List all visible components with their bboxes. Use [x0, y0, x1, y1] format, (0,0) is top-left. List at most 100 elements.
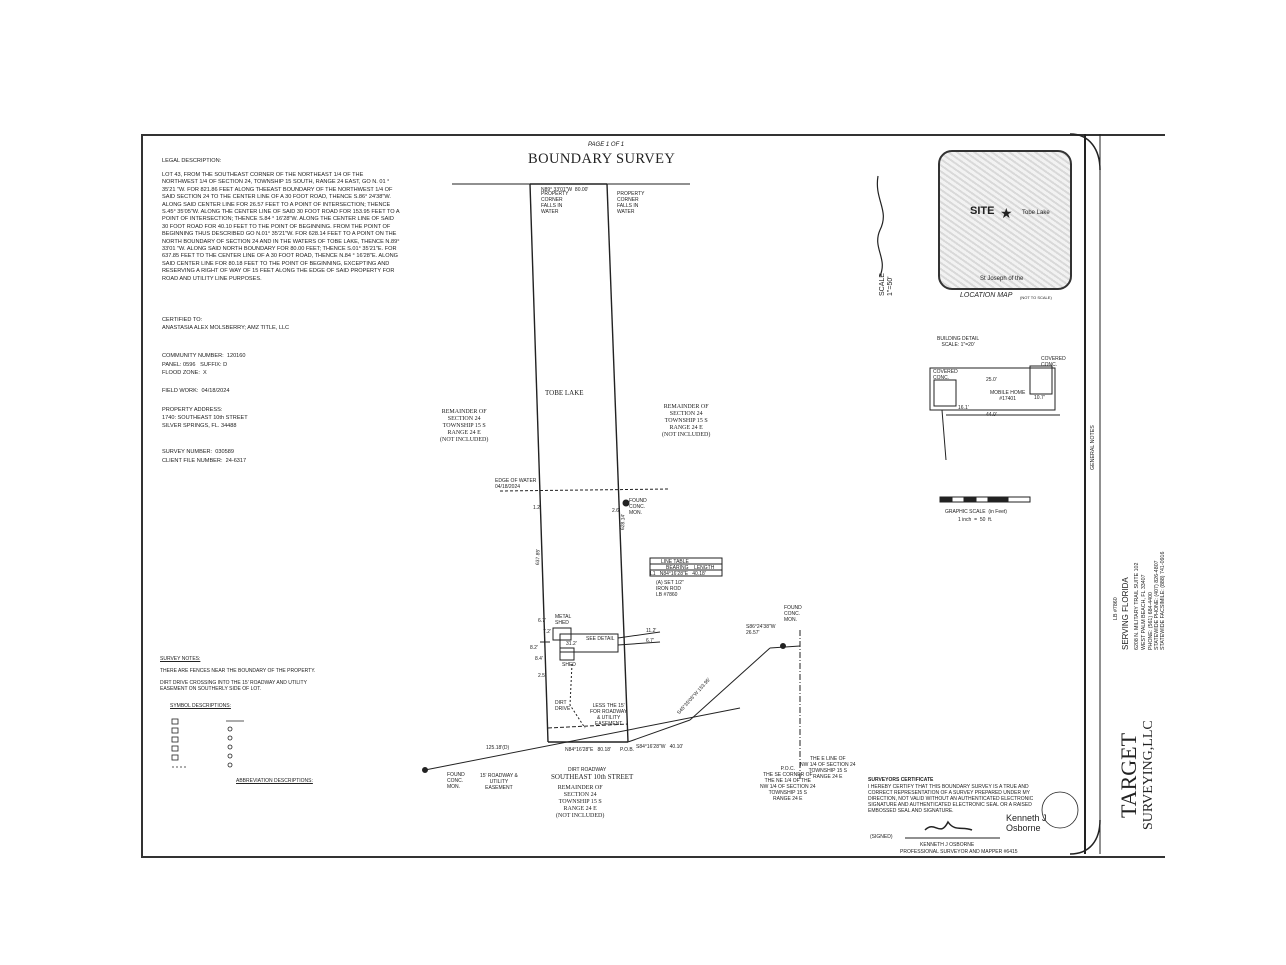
survey-note-1: THERE ARE FENCES NEAR THE BOUNDARY OF TH…	[160, 668, 316, 674]
remainder-bottom-label: REMAINDER OF SECTION 24 TOWNSHIP 15 S RA…	[556, 785, 605, 819]
legal-heading: LEGAL DESCRIPTION:	[162, 158, 222, 164]
lake-map-label: Tobe Lake	[1022, 210, 1050, 216]
address-line1: 1740: SOUTHEAST 10th STREET	[162, 415, 248, 421]
location-map-label: LOCATION MAP	[960, 292, 1013, 299]
road-map-label: St Joseph of the	[980, 276, 1024, 282]
site-star-icon: ★	[1000, 205, 1013, 221]
certified-names: ANASTASIA ALEX MOLSBERRY; AMZ TITLE, LLC	[162, 325, 290, 331]
covered-left-label: COVERED CONC.	[933, 369, 958, 381]
street-label: SOUTHEAST 10th STREET	[551, 773, 634, 781]
s86-label: S86°24'38"W 26.57'	[746, 624, 776, 636]
covered-left-box	[933, 379, 957, 407]
found-left-label: FOUND CONC. MON.	[447, 772, 465, 790]
north-arrow	[876, 175, 884, 277]
found-monument-marker	[622, 499, 630, 507]
road-segment-1	[627, 719, 691, 743]
location-map-nts: (NOT TO SCALE)	[1020, 295, 1052, 300]
surveyor-title: PROFESSIONAL SURVEYOR AND MAPPER #6415	[900, 849, 1018, 855]
dim-2-5: 2.5'	[538, 673, 546, 679]
bearing-bottom-label: N84°16'28"E 80.18'	[565, 747, 611, 753]
general-notes-heading: GENERAL NOTES	[1090, 425, 1096, 470]
signature-stroke	[924, 820, 973, 831]
found-right-label: FOUND CONC. MON.	[784, 605, 802, 623]
dim-8-2: 8.2'	[530, 645, 538, 651]
easement-line	[547, 723, 629, 729]
page-number: PAGE 1 OF 1	[588, 142, 625, 148]
found-monument-right	[780, 643, 786, 649]
line-table-box	[649, 557, 723, 577]
dim-25-0: 25.0'	[986, 377, 997, 383]
road-segment-2	[689, 647, 771, 721]
line-table-title: LINE TABLE	[661, 559, 689, 565]
dim-44-0: 44.0'	[986, 412, 997, 418]
dim-10-7: 10.7'	[1034, 395, 1045, 401]
symbols-heading: SYMBOL DESCRIPTIONS:	[170, 703, 231, 709]
dim-6-7: 6.7'	[538, 618, 546, 624]
west-lot-line	[529, 183, 549, 743]
graphic-scale-bar	[939, 496, 1031, 503]
see-detail-label: SEE DETAIL	[586, 636, 615, 642]
dim-2-6: 2.6'	[612, 508, 620, 514]
page-title: BOUNDARY SURVEY	[528, 151, 676, 167]
building-detail-outline	[929, 367, 1056, 411]
covered-right-label: COVERED CONC.	[1041, 356, 1066, 368]
dirt-drive-label: DIRT DRIVE	[555, 700, 571, 712]
metal-shed-label: METAL SHED	[555, 614, 572, 626]
location-map: SITE ★ Tobe Lake St Joseph of the	[938, 150, 1072, 290]
dim-leader-1	[617, 631, 661, 639]
survey-notes-heading: SURVEY NOTES:	[160, 656, 201, 662]
graphic-scale-label: GRAPHIC SCALE (in Feet)	[945, 509, 1007, 515]
company-serving: SERVING FLORIDA	[1121, 577, 1130, 650]
road-centerline	[424, 707, 741, 771]
pob-label: P.O.B.	[620, 747, 635, 753]
company-sub: SURVEYING,LLC	[1141, 720, 1156, 830]
address-heading: PROPERTY ADDRESS:	[162, 407, 223, 413]
community-number: COMMUNITY NUMBER: 120160	[162, 353, 246, 359]
dim-leader-2	[617, 641, 661, 646]
flood-zone: FLOOD ZONE: X	[162, 370, 207, 376]
panel: PANEL: 0596 SUFFIX: D	[162, 362, 228, 368]
dim-8-4: 8.4'	[535, 656, 543, 662]
certified-heading: CERTIFIED TO:	[162, 317, 203, 323]
east-lot-line	[606, 183, 629, 743]
found-conc-label: FOUND CONC. MON.	[629, 498, 647, 516]
corner-right-label: PROPERTY CORNER FALLS IN WATER	[617, 191, 645, 215]
less-easement-label: LESS THE 15' FOR ROADWAY & UTILITY EASEM…	[590, 703, 628, 727]
survey-number: SURVEY NUMBER: 030589	[162, 449, 234, 455]
roadway-easement-label: 15' ROADWAY & UTILITY EASEMENT	[480, 773, 518, 791]
signed-label: (SIGNED)	[870, 834, 893, 840]
edge-of-water-line	[499, 488, 671, 492]
e-signature-name: Kenneth J Osborne	[1006, 813, 1047, 833]
remainder-left-label: REMAINDER OF SECTION 24 TOWNSHIP 15 S RA…	[440, 409, 489, 443]
address-line2: SILVER SPRINGS, FL. 34488	[162, 423, 237, 429]
found-monument-left	[422, 767, 428, 773]
bearing-top-label: N89° 33'01"W 80.00'	[541, 187, 589, 193]
field-work: FIELD WORK: 04/18/2024	[162, 388, 230, 394]
bearing-bottom2-label: S84°16'28"W 40.10'	[636, 744, 684, 750]
mobile-home-outline	[559, 633, 619, 653]
iron-rod-label: (A) SET 1/2" IRON ROD LB #7860	[656, 580, 684, 598]
corner-left-label: PROPERTY CORNER FALLS IN WATER	[541, 191, 569, 215]
building-detail-title: BUILDING DETAIL SCALE: 1"=20'	[937, 336, 980, 348]
surveyor-text: I HEREBY CERTIFY THAT THIS BOUNDARY SURV…	[868, 784, 1035, 814]
e-line-label: THE E LINE OF NW 1/4 OF SECTION 24 TOWNS…	[800, 756, 856, 780]
electronic-seal	[1041, 791, 1079, 829]
shed-label: SHED	[562, 662, 576, 668]
remainder-right-label: REMAINDER OF SECTION 24 TOWNSHIP 15 S RA…	[662, 404, 711, 438]
company-name: TARGET	[1116, 732, 1141, 818]
line-table-columns: BEARING LENGTH	[666, 565, 715, 571]
dim-6-7b: 6.7'	[646, 638, 654, 644]
length-left-label: 637.85'	[535, 548, 542, 566]
scale-label: SCALE 1"=50'	[879, 273, 894, 296]
surveyor-name: KENNETH J OSBORNE	[920, 842, 975, 848]
length-125-label: 125.18'(D)	[486, 745, 510, 751]
company-fax: STATEWIDE FACSIMILE: (888) 741-0916	[1160, 551, 1166, 650]
lot-line-detail	[941, 409, 947, 461]
dirt-roadway-label: DIRT ROADWAY	[568, 767, 607, 773]
graphic-scale-inch: 1 inch = 50 ft.	[958, 517, 993, 523]
legal-description: LOT 43, FROM THE SOUTHEAST CORNER OF THE…	[162, 172, 400, 282]
line-table-row: L1 N84°16'28"E 40.18'	[650, 571, 706, 577]
dirt-drive-path	[569, 663, 586, 729]
site-label: SITE	[970, 205, 995, 217]
